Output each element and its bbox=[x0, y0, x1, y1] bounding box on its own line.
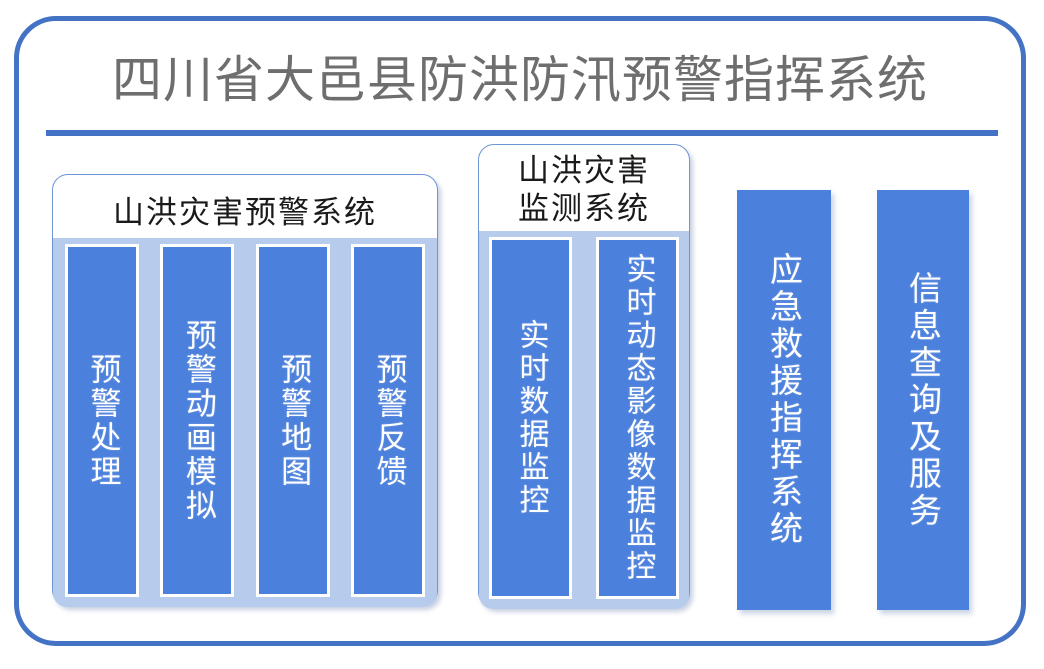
panel-monitor-system-body: 实时数据监控 实时动态影像数据监控 bbox=[479, 231, 689, 609]
module-emergency-rescue-command-system[interactable]: 应急救援指挥系统 bbox=[737, 190, 831, 610]
module-warning-processing-label: 预警处理 bbox=[84, 352, 121, 489]
header-divider bbox=[46, 130, 998, 136]
panel-warning-system-body: 预警处理 预警动画模拟 预警地图 预警反馈 bbox=[53, 238, 437, 607]
page-title: 四川省大邑县防洪防汛预警指挥系统 bbox=[112, 50, 928, 109]
module-realtime-data-monitoring[interactable]: 实时数据监控 bbox=[489, 237, 572, 599]
panel-monitor-system-title-line2: 监测系统 bbox=[518, 190, 650, 227]
module-information-query-and-service[interactable]: 信息查询及服务 bbox=[877, 190, 969, 610]
module-emergency-rescue-command-system-label: 应急救援指挥系统 bbox=[764, 252, 804, 548]
module-realtime-dynamic-image-data-monitoring[interactable]: 实时动态影像数据监控 bbox=[596, 237, 679, 599]
panel-monitor-system[interactable]: 山洪灾害 监测系统 实时数据监控 实时动态影像数据监控 bbox=[478, 144, 690, 609]
panel-warning-system[interactable]: 山洪灾害预警系统 预警处理 预警动画模拟 预警地图 预警反馈 bbox=[52, 174, 438, 607]
module-information-query-and-service-label: 信息查询及服务 bbox=[903, 270, 943, 530]
panel-monitor-system-title: 山洪灾害 监测系统 bbox=[479, 153, 689, 229]
module-warning-animation-simulation[interactable]: 预警动画模拟 bbox=[160, 244, 235, 597]
panel-warning-system-title: 山洪灾害预警系统 bbox=[113, 195, 377, 231]
module-warning-map-label: 预警地图 bbox=[275, 352, 312, 489]
module-realtime-data-monitoring-label: 实时数据监控 bbox=[513, 319, 549, 517]
module-warning-feedback-label: 预警反馈 bbox=[370, 352, 407, 489]
panel-monitor-system-title-line1: 山洪灾害 bbox=[518, 153, 650, 189]
module-warning-processing[interactable]: 预警处理 bbox=[65, 244, 139, 597]
module-warning-feedback[interactable]: 预警反馈 bbox=[350, 244, 425, 597]
module-realtime-dynamic-image-data-monitoring-label: 实时动态影像数据监控 bbox=[620, 253, 656, 583]
outer-frame bbox=[14, 16, 1026, 646]
module-warning-animation-simulation-label: 预警动画模拟 bbox=[179, 318, 216, 523]
module-warning-map[interactable]: 预警地图 bbox=[255, 244, 330, 597]
